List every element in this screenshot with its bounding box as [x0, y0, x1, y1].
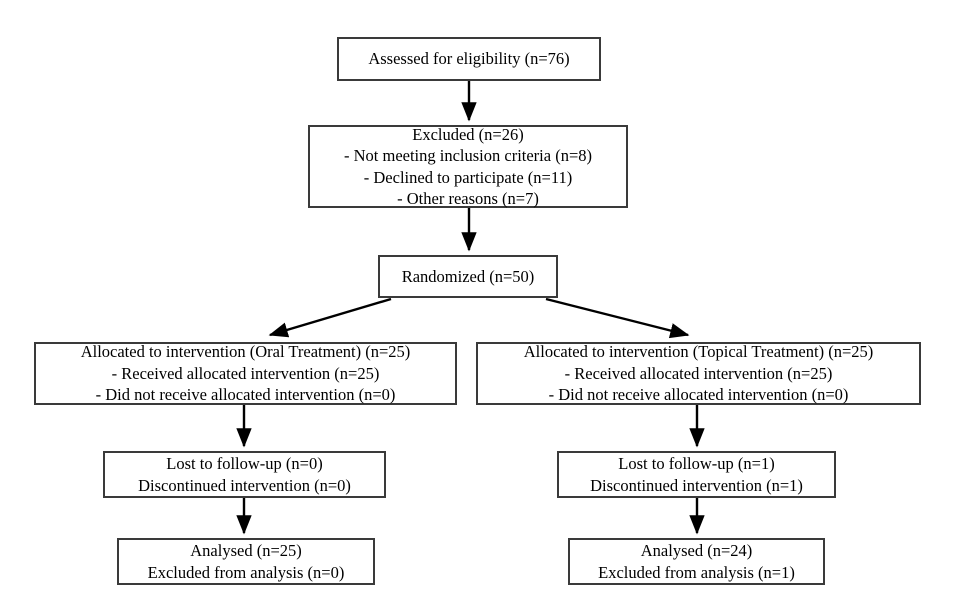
node-followup-topical: Lost to follow-up (n=1) Discontinued int… [557, 451, 836, 498]
node-line: - Did not receive allocated intervention… [95, 385, 396, 405]
node-line: Allocated to intervention (Oral Treatmen… [80, 342, 411, 362]
node-allocation-topical: Allocated to intervention (Topical Treat… [476, 342, 921, 405]
node-analysis-oral: Analysed (n=25) Excluded from analysis (… [117, 538, 375, 585]
node-line: - Received allocated intervention (n=25) [111, 363, 380, 383]
node-line: Allocated to intervention (Topical Treat… [523, 342, 874, 362]
node-excluded: Excluded (n=26) - Not meeting inclusion … [308, 125, 628, 208]
node-randomized: Randomized (n=50) [378, 255, 558, 298]
node-line: - Other reasons (n=7) [397, 188, 539, 208]
node-line: - Declined to participate (n=11) [363, 167, 573, 187]
node-line: Randomized (n=50) [401, 266, 535, 286]
node-line: Excluded (n=26) [412, 124, 524, 144]
node-line: Assessed for eligibility (n=76) [368, 49, 570, 69]
node-followup-oral: Lost to follow-up (n=0) Discontinued int… [103, 451, 386, 498]
node-line: Analysed (n=25) [190, 541, 302, 561]
node-analysis-topical: Analysed (n=24) Excluded from analysis (… [568, 538, 825, 585]
node-line: Lost to follow-up (n=0) [166, 454, 323, 474]
node-line: Discontinued intervention (n=1) [590, 475, 803, 495]
node-line: Excluded from analysis (n=1) [598, 562, 795, 582]
node-line: - Received allocated intervention (n=25) [564, 363, 833, 383]
node-line: Lost to follow-up (n=1) [618, 454, 775, 474]
node-line: Analysed (n=24) [640, 541, 753, 561]
connector-randomized-to-allocation-topical [545, 297, 690, 339]
node-line: - Not meeting inclusion criteria (n=8) [343, 146, 593, 166]
node-assessed-for-eligibility: Assessed for eligibility (n=76) [337, 37, 601, 81]
connector-randomized-to-allocation-oral [268, 297, 392, 338]
node-line: Excluded from analysis (n=0) [147, 562, 345, 582]
node-line: - Did not receive allocated intervention… [548, 385, 849, 405]
node-line: Discontinued intervention (n=0) [138, 475, 351, 495]
node-allocation-oral: Allocated to intervention (Oral Treatmen… [34, 342, 457, 405]
